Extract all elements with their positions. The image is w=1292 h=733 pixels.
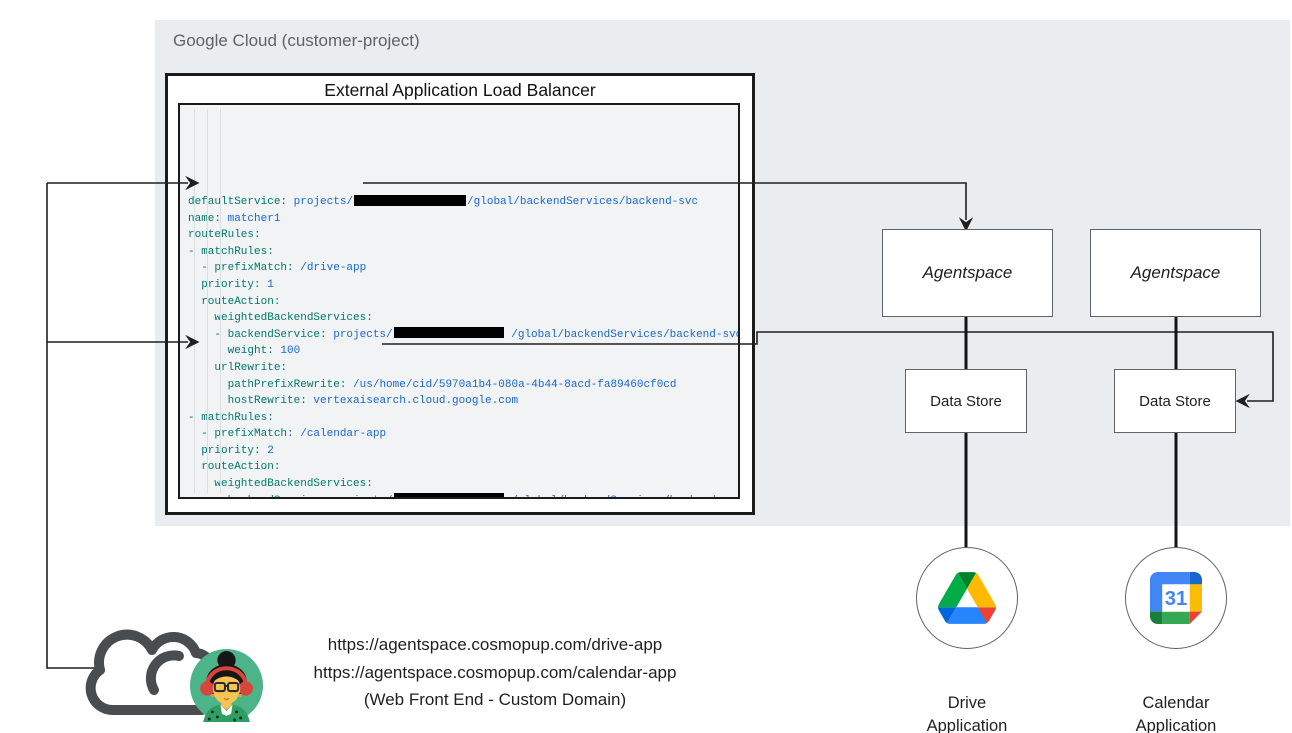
calendar-app-label-line1: Calendar — [1142, 694, 1210, 712]
yaml-code-lines: defaultService: projects//global/backend… — [188, 194, 740, 497]
yaml-code-line: priority: 1 — [188, 278, 274, 291]
yaml-code-line: defaultService: projects//global/backend… — [188, 194, 699, 208]
frontend-urls: https://agentspace.cosmopup.com/drive-ap… — [283, 631, 707, 714]
yaml-code-line: - backendService: projects/ /global/back… — [188, 493, 738, 497]
yaml-code-line: weight: 100 — [188, 345, 301, 358]
indent-guide — [220, 109, 221, 493]
calendar-app-label: Calendar Application — [1101, 692, 1251, 733]
yaml-code-line: routeRules: — [188, 229, 261, 242]
drive-app-label: Drive Application — [892, 692, 1042, 733]
frontend-url-calendar: https://agentspace.cosmopup.com/calendar… — [313, 662, 677, 682]
yaml-code-line: pathPrefixRewrite: /us/home/cid/5970a1b4… — [188, 378, 677, 391]
redacted-project-id — [354, 194, 467, 206]
google-cloud-project-label: Google Cloud (customer-project) — [173, 31, 420, 50]
drive-app-circle — [916, 547, 1018, 649]
indent-guide — [194, 109, 195, 493]
yaml-code-line: weightedBackendServices: — [188, 478, 373, 491]
agentspace-1-label: Agentspace — [922, 263, 1013, 282]
redacted-project-id — [393, 327, 504, 339]
lb-route-config-code: defaultService: projects//global/backend… — [178, 103, 740, 499]
load-balancer-title: External Application Load Balancer — [324, 80, 596, 100]
agentspace-box-1: Agentspace — [882, 229, 1053, 317]
drive-app-label-line1: Drive — [947, 694, 987, 712]
yaml-code-line: urlRewrite: — [188, 361, 288, 374]
yaml-code-line: - backendService: projects/ /global/back… — [188, 327, 740, 341]
agentspace-box-2: Agentspace — [1090, 229, 1261, 317]
frontend-caption: (Web Front End - Custom Domain) — [363, 690, 627, 709]
redacted-project-id — [393, 493, 504, 497]
google-drive-icon — [938, 572, 996, 624]
drive-app-label-line2: Application — [926, 717, 1008, 733]
user-avatar — [190, 649, 263, 722]
agentspace-2-label: Agentspace — [1130, 263, 1221, 282]
yaml-code-line: hostRewrite: vertexaisearch.cloud.google… — [188, 395, 519, 408]
calendar-app-circle: 31 — [1125, 547, 1227, 649]
yaml-code-line: - matchRules: — [188, 245, 274, 258]
frontend-url-drive: https://agentspace.cosmopup.com/drive-ap… — [327, 635, 663, 654]
calendar-app-label-line2: Application — [1135, 717, 1217, 733]
yaml-code-line: priority: 2 — [188, 444, 274, 457]
datastore-1-label: Data Store — [930, 392, 1002, 410]
yaml-code-line: routeAction: — [188, 295, 281, 308]
indent-guide — [207, 109, 208, 493]
yaml-code-line: - matchRules: — [188, 411, 274, 424]
yaml-code-line: name: matcher1 — [188, 212, 281, 225]
google-calendar-icon: 31 — [1150, 572, 1202, 624]
yaml-code-line: weightedBackendServices: — [188, 312, 373, 325]
yaml-code-line: - prefixMatch: /calendar-app — [188, 428, 387, 441]
yaml-code-line: - prefixMatch: /drive-app — [188, 262, 367, 275]
datastore-box-1: Data Store — [905, 369, 1027, 433]
datastore-box-2: Data Store — [1114, 369, 1236, 433]
datastore-2-label: Data Store — [1139, 392, 1211, 410]
calendar-day-number: 31 — [1165, 588, 1188, 610]
yaml-code-line: routeAction: — [188, 461, 281, 474]
